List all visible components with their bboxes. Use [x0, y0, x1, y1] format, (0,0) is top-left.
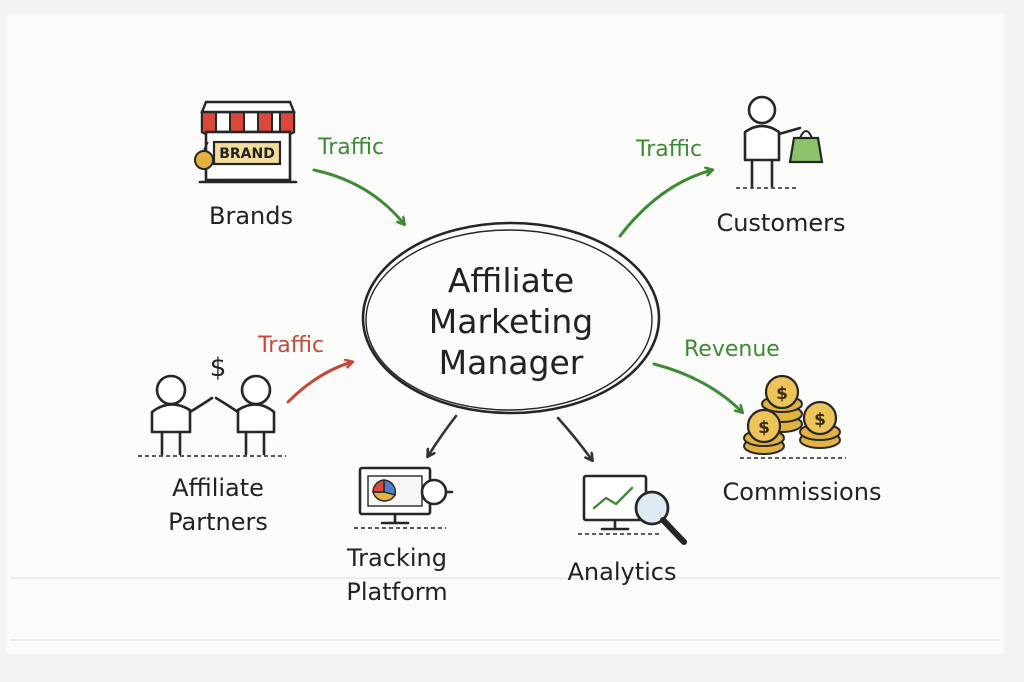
- analytics-label: Analytics: [568, 558, 677, 586]
- flow-arrow-manager-to-commissions: [652, 362, 742, 412]
- flow-label-brands-to-manager: Traffic: [317, 135, 384, 160]
- brands-label: Brands: [209, 202, 293, 230]
- paper-fringe: [10, 577, 1000, 641]
- affiliate-partners-label-line-2: Partners: [168, 508, 268, 536]
- flow-arrow-brands-to-manager: [312, 168, 404, 224]
- analytics-node: Analytics: [568, 474, 687, 586]
- flow-brands-to-manager: Traffic: [312, 135, 404, 224]
- shopper-icon: [736, 95, 824, 189]
- affiliate-partners-node: $ Affiliate Partners: [138, 353, 286, 536]
- monitor-chart-icon: [354, 466, 454, 529]
- tracking-platform-node: Tracking Platform: [346, 466, 454, 606]
- tracking-platform-label-line-2: Platform: [346, 578, 447, 606]
- flow-manager-to-commissions: Revenue: [652, 337, 780, 412]
- central-ellipse-outer: [361, 221, 661, 415]
- partners-dollar-symbol: $: [210, 353, 227, 383]
- central-ellipse-inner: [365, 229, 653, 411]
- flow-arrow-partners-to-manager: [286, 362, 352, 404]
- center-label-line-3: Manager: [439, 343, 584, 382]
- flow-arrow-manager-to-customers: [618, 170, 712, 238]
- center-label-line-1: Affiliate: [448, 261, 574, 300]
- flow-label-manager-to-customers: Traffic: [635, 137, 702, 162]
- flow-arrow-manager-to-tracking: [428, 414, 458, 456]
- customers-label: Customers: [716, 209, 845, 237]
- brands-node: BRAND Brands: [194, 100, 298, 230]
- coin-symbol-right: $: [814, 410, 826, 430]
- flow-label-manager-to-commissions: Revenue: [684, 337, 780, 362]
- flow-manager-to-customers: Traffic: [618, 137, 712, 238]
- flow-partners-to-manager: Traffic: [257, 333, 352, 404]
- central-node: Affiliate Marketing Manager: [361, 221, 661, 415]
- flow-label-partners-to-manager: Traffic: [257, 333, 324, 358]
- coin-symbol-center: $: [776, 384, 788, 404]
- customers-node: Customers: [716, 95, 846, 237]
- tracking-platform-label-line-1: Tracking: [346, 544, 447, 572]
- affiliate-partners-label-line-1: Affiliate: [172, 474, 264, 502]
- commissions-label: Commissions: [723, 478, 882, 506]
- center-label-line-2: Marketing: [429, 302, 593, 341]
- commissions-node: $ $ $ Commissions: [723, 374, 882, 506]
- storefront-icon: BRAND: [194, 100, 298, 184]
- handshake-people-icon: $: [138, 353, 286, 457]
- brand-sign-text: BRAND: [219, 146, 275, 162]
- flow-arrow-manager-to-analytics: [556, 416, 592, 460]
- flow-manager-to-tracking: [428, 414, 458, 456]
- flow-manager-to-analytics: [556, 416, 592, 460]
- coin-stacks-icon: $ $ $: [740, 374, 846, 459]
- coin-symbol-left: $: [758, 418, 770, 438]
- analytics-magnifier-icon: [578, 474, 687, 545]
